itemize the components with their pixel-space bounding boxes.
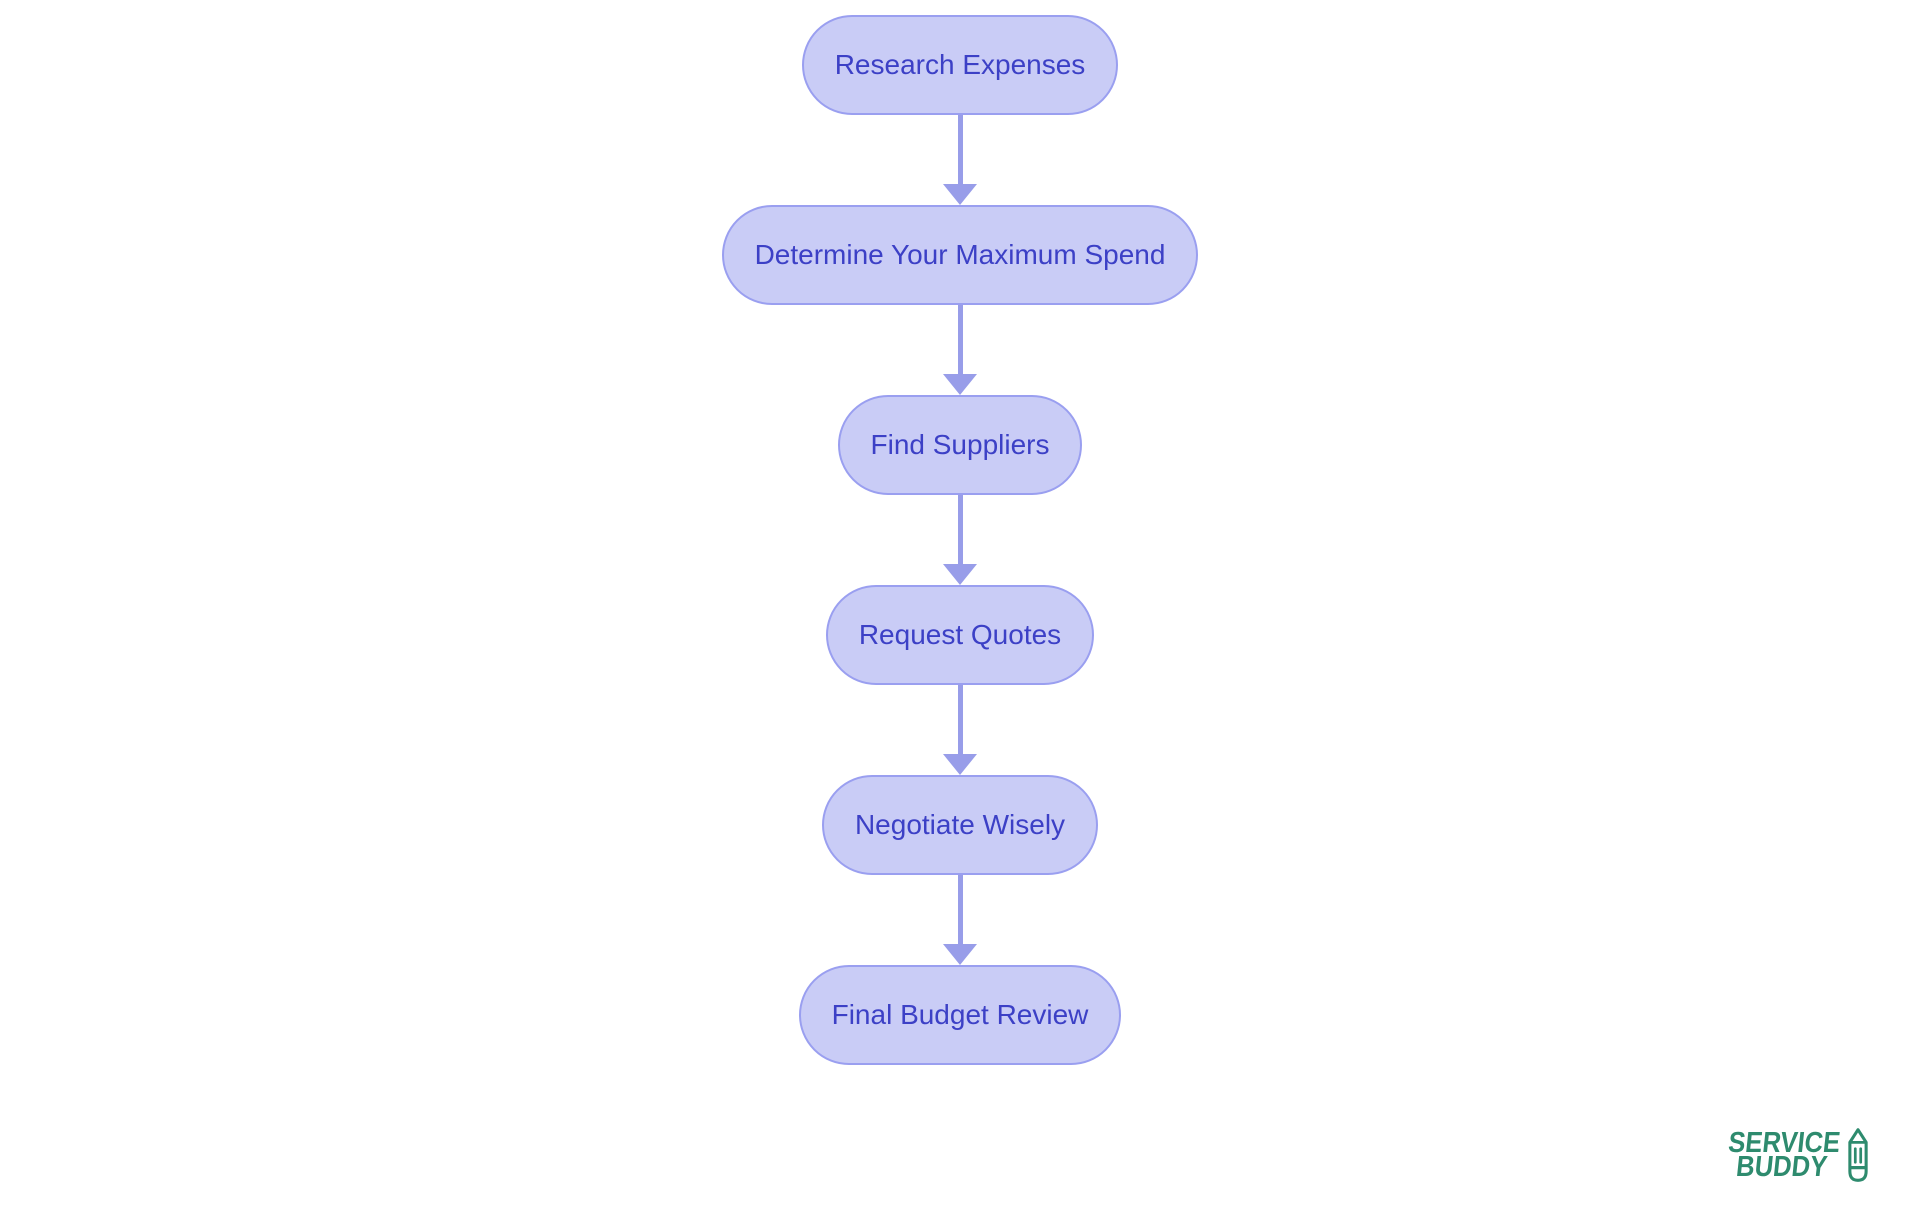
- node-label: Research Expenses: [834, 49, 1086, 80]
- flow-node-find-suppliers: Find Suppliers: [837, 395, 1083, 495]
- node-label: Request Quotes: [858, 619, 1062, 650]
- logo-wordmark: SERVICE BUDDY: [1725, 1127, 1842, 1183]
- flow-node-negotiate-wisely: Negotiate Wisely: [821, 775, 1099, 875]
- flow-node-final-budget-review: Final Budget Review: [798, 965, 1122, 1065]
- arrow-stem: [957, 115, 963, 184]
- arrow-head-icon: [943, 184, 977, 205]
- arrow-head-icon: [943, 374, 977, 395]
- arrow-head-icon: [943, 754, 977, 775]
- node-label: Final Budget Review: [831, 999, 1089, 1030]
- flow-arrow-4: [943, 685, 977, 775]
- flow-arrow-2: [943, 305, 977, 395]
- arrow-stem: [957, 685, 963, 754]
- arrow-head-icon: [943, 944, 977, 965]
- arrow-stem: [957, 495, 963, 564]
- flow-arrow-3: [943, 495, 977, 585]
- flow-arrow-5: [943, 875, 977, 965]
- logo-line2: BUDDY: [1734, 1151, 1829, 1183]
- flowchart: Research Expenses Determine Your Maximum…: [0, 15, 1920, 1065]
- flow-node-request-quotes: Request Quotes: [825, 585, 1095, 685]
- arrow-stem: [957, 305, 963, 374]
- pencil-icon: [1848, 1128, 1868, 1182]
- flow-node-determine-maximum-spend: Determine Your Maximum Spend: [721, 205, 1199, 305]
- flow-arrow-1: [943, 115, 977, 205]
- node-label: Negotiate Wisely: [854, 809, 1066, 840]
- arrow-stem: [957, 875, 963, 944]
- flow-node-research-expenses: Research Expenses: [801, 15, 1119, 115]
- node-label: Determine Your Maximum Spend: [754, 239, 1166, 270]
- node-label: Find Suppliers: [870, 429, 1050, 460]
- service-buddy-logo: SERVICE BUDDY: [1712, 1127, 1870, 1183]
- arrow-head-icon: [943, 564, 977, 585]
